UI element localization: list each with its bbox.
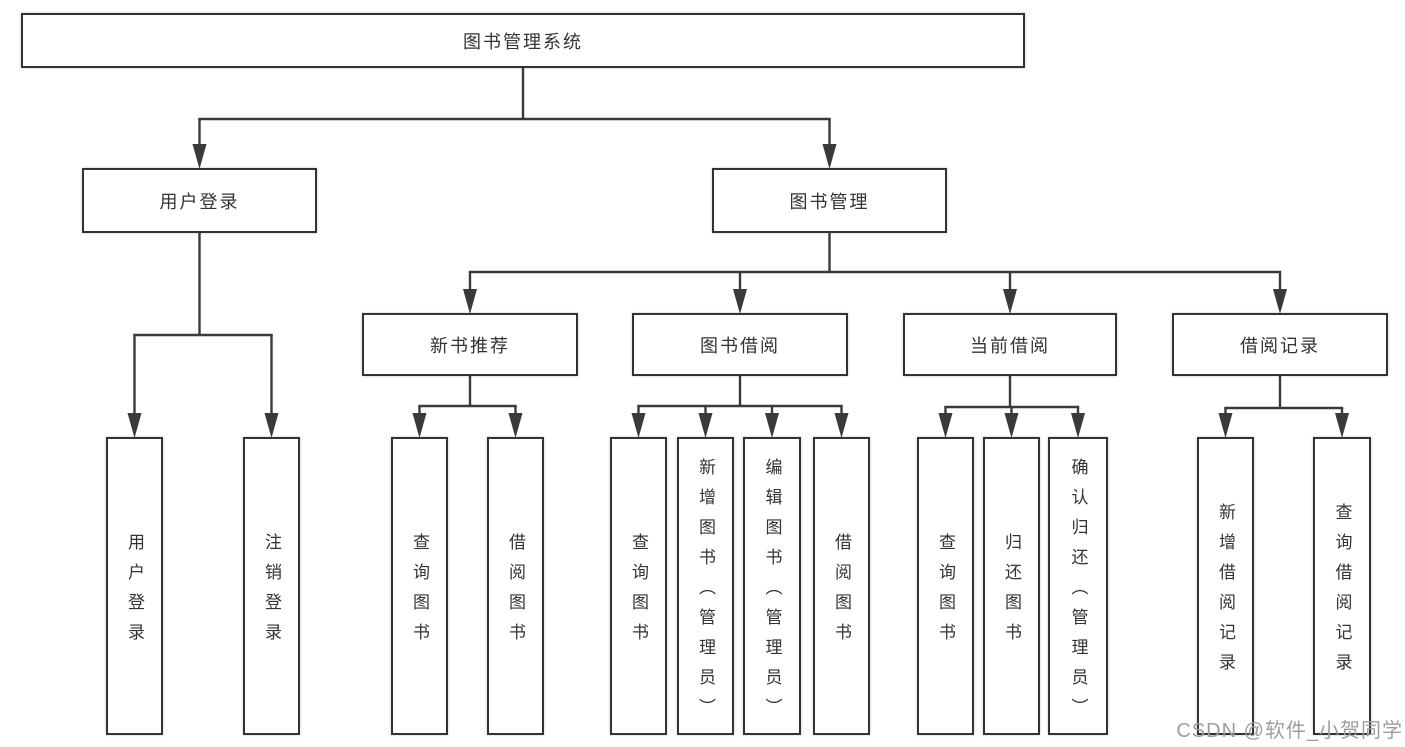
arrowhead-icon xyxy=(631,413,646,438)
node-label-bb-query: 查询图书 xyxy=(629,532,648,653)
arrowhead-icon xyxy=(938,413,953,438)
node-bb-add: 新增图书（管理员） xyxy=(677,437,734,735)
node-label-book-mgmt: 图书管理 xyxy=(789,191,870,212)
node-label-book-borrow: 图书借阅 xyxy=(700,335,780,356)
node-book-borrow: 图书借阅 xyxy=(632,313,848,376)
arrowhead-icon xyxy=(1003,289,1017,314)
node-new-book-rec: 新书推荐 xyxy=(362,313,578,376)
arrowhead-icon xyxy=(1335,413,1349,438)
arrowhead-icon xyxy=(1004,413,1019,438)
node-br-add: 新增借阅记录 xyxy=(1197,437,1254,735)
node-logout: 注销登录 xyxy=(243,437,300,735)
node-label-user-login-leaf: 用户登录 xyxy=(125,532,144,653)
arrowhead-icon xyxy=(508,413,523,438)
node-label-br-query: 查询借阅记录 xyxy=(1332,502,1352,683)
node-bb-borrow: 借阅图书 xyxy=(813,437,870,735)
node-label-cb-confirm: 确认归还（管理员） xyxy=(1068,457,1088,728)
node-label-bb-edit: 编辑图书（管理员） xyxy=(762,457,782,728)
arrowhead-icon xyxy=(1218,413,1233,438)
node-label-nbr-query: 查询图书 xyxy=(410,532,429,653)
node-current-borrow: 当前借阅 xyxy=(903,313,1117,376)
node-cb-return: 归还图书 xyxy=(983,437,1040,735)
arrowhead-icon xyxy=(463,289,477,314)
node-label-user-login: 用户登录 xyxy=(159,191,240,212)
arrowhead-icon xyxy=(822,144,837,169)
node-borrow-records: 借阅记录 xyxy=(1172,313,1388,376)
node-label-cb-query: 查询图书 xyxy=(936,532,955,653)
node-label-nbr-borrow: 借阅图书 xyxy=(506,532,525,653)
arrowhead-icon xyxy=(1071,413,1085,438)
node-bb-edit: 编辑图书（管理员） xyxy=(743,437,801,735)
node-label-bb-add: 新增图书（管理员） xyxy=(696,457,715,728)
arrowhead-icon xyxy=(834,413,849,438)
node-root: 图书管理系统 xyxy=(21,13,1025,68)
arrowhead-icon xyxy=(127,413,142,438)
node-nbr-borrow: 借阅图书 xyxy=(487,437,544,735)
node-label-root: 图书管理系统 xyxy=(463,31,583,52)
arrowhead-icon xyxy=(1273,289,1287,314)
node-user-login: 用户登录 xyxy=(82,168,317,233)
node-label-logout: 注销登录 xyxy=(262,532,281,653)
arrowhead-icon xyxy=(412,413,427,438)
arrowhead-icon xyxy=(765,413,779,438)
node-bb-query: 查询图书 xyxy=(610,437,667,735)
node-label-new-book-rec: 新书推荐 xyxy=(430,335,510,356)
arrowhead-icon xyxy=(698,413,713,438)
node-user-login-leaf: 用户登录 xyxy=(106,437,163,735)
node-cb-query: 查询图书 xyxy=(917,437,974,735)
arrowhead-icon xyxy=(733,289,747,314)
node-label-br-add: 新增借阅记录 xyxy=(1216,502,1235,683)
node-label-bb-borrow: 借阅图书 xyxy=(832,532,851,653)
arrowhead-icon xyxy=(264,413,279,438)
arrowhead-icon xyxy=(192,144,207,169)
watermark: CSDN @软件_小贺同学 xyxy=(1176,720,1403,742)
node-label-borrow-records: 借阅记录 xyxy=(1240,335,1320,356)
node-nbr-query: 查询图书 xyxy=(391,437,448,735)
node-cb-confirm: 确认归还（管理员） xyxy=(1048,437,1108,735)
node-label-cb-return: 归还图书 xyxy=(1002,532,1021,653)
node-label-current-borrow: 当前借阅 xyxy=(970,335,1050,356)
node-book-mgmt: 图书管理 xyxy=(712,168,947,233)
node-br-query: 查询借阅记录 xyxy=(1313,437,1371,735)
